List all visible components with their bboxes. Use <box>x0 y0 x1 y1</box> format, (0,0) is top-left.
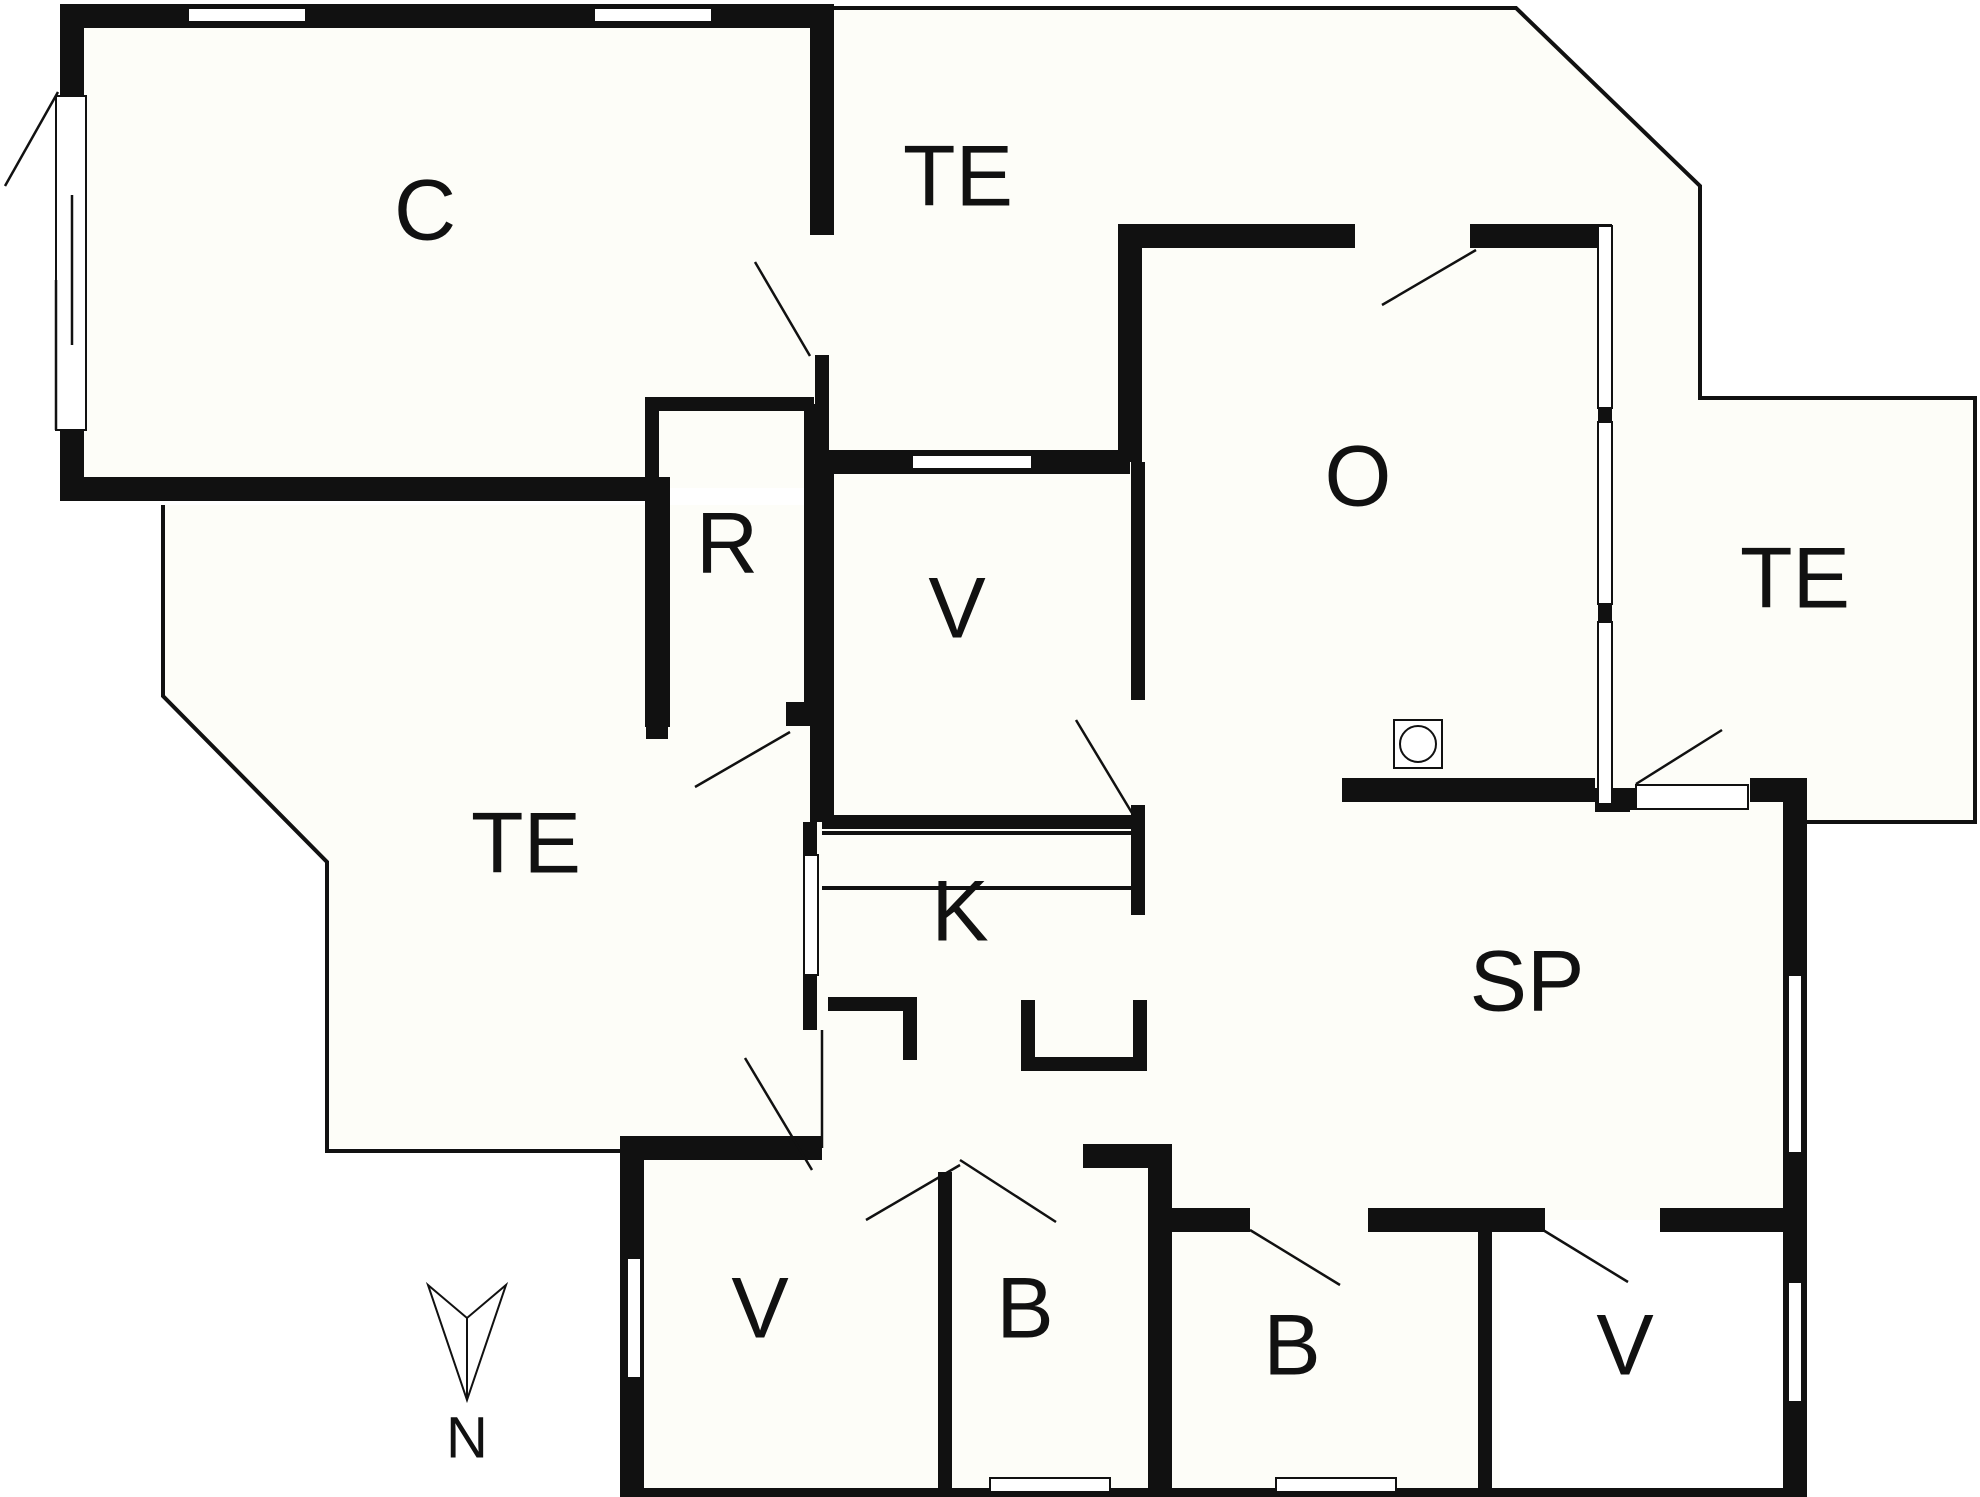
room-label-te-right: TE <box>1740 531 1850 627</box>
room-label-v-bottom-right: V <box>1596 1298 1653 1394</box>
window <box>803 854 819 976</box>
room-label-te-left: TE <box>471 796 581 892</box>
window <box>1597 621 1613 805</box>
door-swing <box>753 261 812 357</box>
room-label-te-top: TE <box>903 129 1013 225</box>
floor-area <box>62 8 1975 1490</box>
room-label-b-bottom-2: B <box>1263 1298 1320 1394</box>
room-label-b-bottom-1: B <box>996 1261 1053 1357</box>
room-labels: C TE TE TE R V O K SP V B B V <box>394 129 1850 1394</box>
window <box>626 1257 642 1379</box>
room-label-sp: SP <box>1470 934 1585 1030</box>
door-swing <box>1635 728 1723 786</box>
window <box>911 454 1033 470</box>
room-label-v-bottom-left: V <box>731 1261 788 1357</box>
door-swing <box>959 1158 1057 1224</box>
room-label-k: K <box>931 864 988 960</box>
terrace-outlines <box>161 6 1977 1153</box>
room-label-c: C <box>394 163 456 259</box>
window <box>1597 421 1613 605</box>
room-label-r: R <box>696 496 758 592</box>
doors <box>3 91 1723 1287</box>
window <box>989 1477 1111 1493</box>
compass-label: N <box>446 1405 488 1470</box>
window <box>1787 974 1803 1154</box>
window <box>1787 1281 1803 1403</box>
windows <box>54 7 1803 1493</box>
window <box>1275 1477 1397 1493</box>
door-swing <box>1074 719 1134 814</box>
door-swing <box>1249 1228 1341 1287</box>
door-swing <box>865 1163 961 1222</box>
door-swing <box>1381 248 1477 307</box>
window <box>1635 784 1749 810</box>
door-swing <box>1542 1228 1629 1284</box>
door-swing <box>743 1057 814 1171</box>
room-label-v-center: V <box>928 561 985 657</box>
stove-icon <box>1393 719 1443 769</box>
door-swing <box>3 91 60 187</box>
window <box>187 7 307 23</box>
window <box>1597 225 1613 409</box>
room-label-o: O <box>1325 429 1392 525</box>
compass: N <box>425 1281 509 1470</box>
window <box>593 7 713 23</box>
door-swing <box>694 730 791 789</box>
